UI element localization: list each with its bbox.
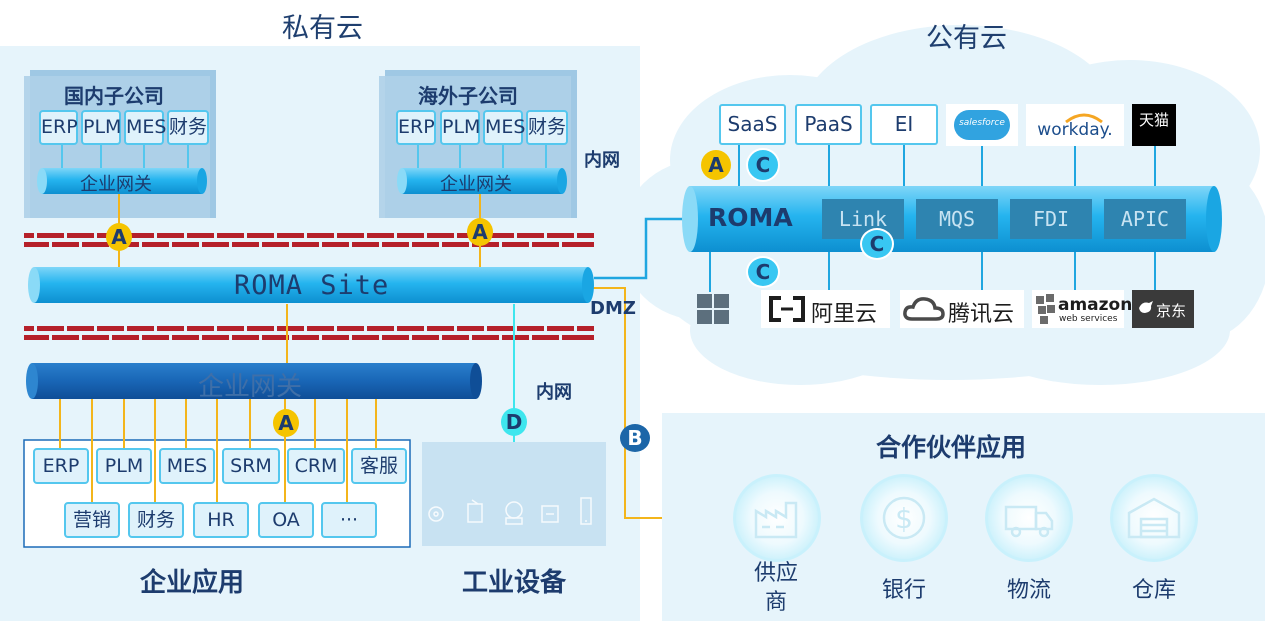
- windows-grid-icon: [697, 294, 729, 324]
- roma-link: Link: [822, 199, 904, 239]
- badge-a-domestic: A: [106, 223, 132, 251]
- partner-bank-label: 银行: [881, 578, 926, 603]
- badge-c-bottom: C: [746, 256, 780, 288]
- overseas-finance: 财务: [526, 110, 568, 145]
- badge-a-public: A: [701, 150, 731, 180]
- app-hr: HR: [193, 502, 249, 538]
- partner-bank-circle: $: [860, 474, 948, 562]
- dollar-icon: $: [882, 496, 926, 540]
- partner-logistics-label: 物流: [1006, 578, 1051, 603]
- app-plm: PLM: [96, 448, 152, 484]
- overseas-panel: [379, 76, 571, 218]
- app-erp: ERP: [33, 448, 89, 484]
- overseas-mes: MES: [483, 110, 525, 145]
- badge-a-enterprise: A: [273, 409, 299, 437]
- aws-webservices-text: web services: [1059, 314, 1118, 324]
- badge-d-industrial: D: [501, 408, 527, 436]
- badge-b-partners: B: [620, 424, 650, 452]
- aliyun-text: 阿里云: [811, 302, 878, 327]
- service-paas: PaaS: [795, 104, 862, 145]
- domestic-gateway-label: 企业网关: [80, 174, 152, 195]
- intranet-label-top: 内网: [584, 150, 620, 171]
- roma-mqs: MQS: [916, 199, 998, 239]
- cloud-icon: [903, 297, 945, 321]
- overseas-gateway-label: 企业网关: [440, 174, 512, 195]
- overseas-plm: PLM: [440, 110, 480, 145]
- industrial-devices-title: 工业设备: [462, 568, 567, 598]
- overseas-subsidiary-title: 海外子公司: [418, 84, 518, 108]
- workday-logo: workday.: [1026, 104, 1124, 146]
- aws-cubes-icon: [1036, 294, 1055, 324]
- app-oa: OA: [258, 502, 314, 538]
- workday-arc-icon: [1065, 113, 1103, 124]
- app-customer-service: 客服: [351, 448, 407, 484]
- aws-logo: amazon web services: [1032, 290, 1132, 328]
- app-more: ···: [321, 502, 377, 538]
- industrial-device-icons: [428, 497, 592, 525]
- dmz-label: DMZ: [590, 298, 636, 319]
- app-marketing: 营销: [64, 502, 120, 538]
- partner-supplier-circle: [733, 474, 821, 562]
- domestic-panel: [24, 76, 210, 218]
- jd-dog-icon: [1139, 301, 1153, 313]
- domestic-mes: MES: [124, 110, 166, 145]
- domestic-finance: 财务: [167, 110, 209, 145]
- salesforce-logo: salesforce: [946, 104, 1018, 146]
- jd-logo: 京东: [1132, 290, 1194, 328]
- partner-apps-title: 合作伙伴应用: [876, 433, 1027, 462]
- overseas-gateway-pipe: [397, 168, 567, 194]
- partner-logistics-circle: [985, 474, 1073, 562]
- app-finance: 财务: [128, 502, 184, 538]
- windows-logo: [693, 292, 733, 326]
- intranet-label-bottom: 内网: [536, 382, 572, 403]
- domestic-subsidiary-title: 国内子公司: [64, 84, 164, 108]
- warehouse-icon: [1127, 497, 1181, 539]
- roma-site-pipe: [28, 267, 594, 303]
- roma-bus-label: ROMA: [708, 203, 793, 232]
- salesforce-text: salesforce: [959, 118, 1005, 128]
- aws-amazon-text: amazon: [1058, 295, 1133, 315]
- partner-warehouse-circle: [1110, 474, 1198, 562]
- svg-text:$: $: [895, 502, 913, 535]
- workday-text: workday.: [1037, 120, 1113, 140]
- enterprise-apps-title: 企业应用: [140, 568, 245, 598]
- domestic-erp: ERP: [39, 110, 78, 145]
- badge-c-link: C: [860, 228, 894, 260]
- aliyun-bracket-icon: [769, 296, 805, 322]
- tmall-logo: 天猫: [1132, 104, 1176, 146]
- domestic-plm: PLM: [81, 110, 121, 145]
- private-cloud-title: 私有云: [282, 13, 363, 44]
- partner-warehouse-label: 仓库: [1131, 578, 1176, 603]
- app-crm: CRM: [287, 448, 345, 484]
- tencent-cloud-logo: 腾讯云: [900, 290, 1024, 328]
- roma-fdi: FDI: [1010, 199, 1092, 239]
- public-cloud-title: 公有云: [926, 23, 1007, 54]
- factory-icon: [754, 501, 798, 539]
- enterprise-gateway-pipe: [26, 363, 482, 399]
- partner-supplier-label: 供应商: [753, 561, 798, 615]
- domestic-gateway-pipe: [37, 168, 207, 194]
- service-ei: EI: [870, 104, 938, 145]
- tencent-cloud-text: 腾讯云: [948, 302, 1015, 327]
- app-srm: SRM: [222, 448, 280, 484]
- app-mes: MES: [159, 448, 215, 484]
- aliyun-logo: 阿里云: [761, 290, 890, 328]
- truck-icon: [1004, 505, 1054, 538]
- firewall-bottom: [24, 326, 594, 340]
- badge-c-top: C: [746, 148, 780, 182]
- enterprise-gateway-label: 企业网关: [198, 372, 303, 402]
- badge-a-overseas: A: [467, 218, 493, 246]
- industrial-panel: [422, 442, 606, 546]
- roma-site-label: ROMA Site: [234, 270, 390, 301]
- tmall-text: 天猫: [1138, 111, 1169, 129]
- roma-apic: APIC: [1104, 199, 1186, 239]
- jd-text: 京东: [1156, 302, 1187, 320]
- overseas-erp: ERP: [396, 110, 436, 145]
- service-saas: SaaS: [719, 104, 786, 145]
